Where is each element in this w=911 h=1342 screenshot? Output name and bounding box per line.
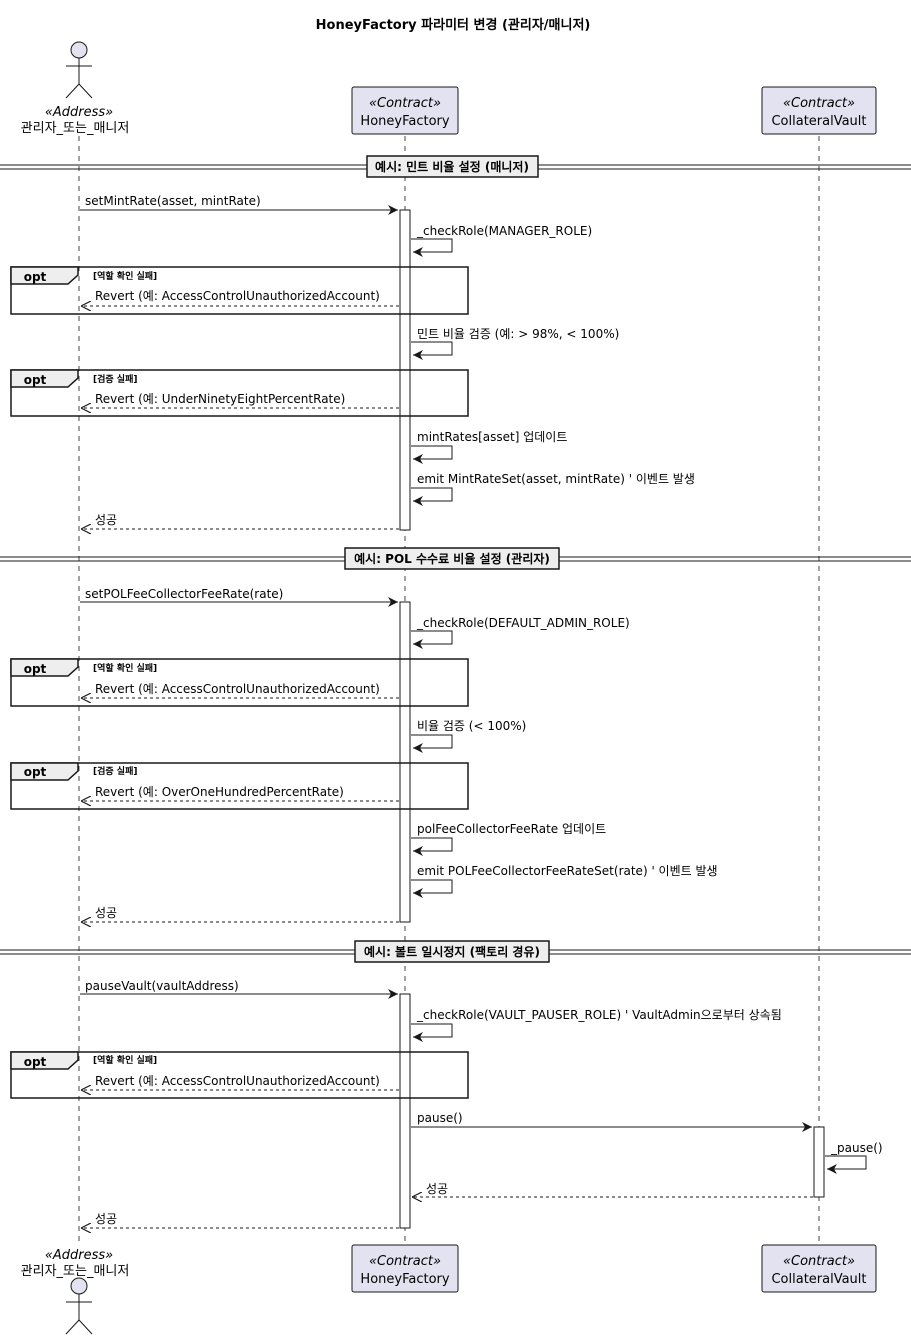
activation-factory-2 xyxy=(399,601,411,923)
message-label: pauseVault(vaultAddress) xyxy=(85,979,239,993)
participant-name: CollateralVault xyxy=(771,114,866,129)
participant-name: 관리자_또는_매니저 xyxy=(21,1264,130,1279)
participant-name: HoneyFactory xyxy=(360,1272,449,1287)
participant-stereotype: «Contract» xyxy=(369,1254,441,1269)
message-label: setMintRate(asset, mintRate) xyxy=(85,194,261,208)
self-message-arrow xyxy=(411,734,453,753)
section-pol-fee-rate: 예시: POL 수수료 비율 설정 (관리자) setPOLFeeCollect… xyxy=(0,547,911,922)
divider-label: 예시: POL 수수료 비율 설정 (관리자) xyxy=(354,551,550,566)
fragment-tag: opt xyxy=(24,662,47,676)
message-label: 비율 검증 (< 100%) xyxy=(417,719,526,733)
activation-factory-3 xyxy=(399,993,411,1229)
fragment-guard: [역할 확인 실패] xyxy=(93,662,157,674)
message-label: emit MintRateSet(asset, mintRate) ' 이벤트 … xyxy=(417,472,695,486)
message-label: 성공 xyxy=(426,1182,448,1196)
message-label: _checkRole(DEFAULT_ADMIN_ROLE) xyxy=(416,616,630,630)
message-label: polFeeCollectorFeeRate 업데이트 xyxy=(417,822,606,836)
message-label: pause() xyxy=(417,1111,463,1125)
divider xyxy=(354,940,550,963)
participant-stereotype: «Contract» xyxy=(369,96,441,111)
actor-admin-top: «Address» 관리자_또는_매니저 xyxy=(21,41,130,136)
message-label: Revert (예: AccessControlUnauthorizedAcco… xyxy=(95,289,380,303)
participant-stereotype: «Address» xyxy=(45,105,113,120)
diagram-title: HoneyFactory 파라미터 변경 (관리자/매니저) xyxy=(316,17,591,33)
participant-factory-top: «Contract» HoneyFactory xyxy=(351,86,459,135)
opt-fragment: opt [검증 실패] Revert (예: UnderNinetyEightP… xyxy=(10,369,469,417)
fragment-tag: opt xyxy=(24,1055,47,1069)
message-label: 성공 xyxy=(95,1212,117,1226)
participant-factory-bottom: «Contract» HoneyFactory xyxy=(351,1244,459,1293)
participant-stereotype: «Contract» xyxy=(783,96,855,111)
self-message-arrow xyxy=(411,630,453,649)
participants-top: «Address» 관리자_또는_매니저 «Contract» HoneyFac… xyxy=(21,41,877,136)
fragment-guard: [역할 확인 실패] xyxy=(93,1054,157,1066)
self-message-arrow xyxy=(411,879,453,898)
message-label: 민트 비율 검증 (예: > 98%, < 100%) xyxy=(417,327,619,341)
message-label: mintRates[asset] 업데이트 xyxy=(417,430,567,444)
self-message-arrow xyxy=(411,341,453,360)
self-message-arrow xyxy=(825,1155,867,1174)
self-message-arrow xyxy=(411,487,453,506)
opt-fragment: opt [역할 확인 실패] Revert (예: AccessControlU… xyxy=(10,266,469,315)
participant-name: 관리자_또는_매니저 xyxy=(21,121,130,136)
divider xyxy=(366,155,539,178)
self-message-arrow xyxy=(411,445,453,464)
actor-head-icon xyxy=(70,41,88,59)
participant-name: CollateralVault xyxy=(771,1272,866,1287)
fragment-guard: [검증 실패] xyxy=(93,765,137,777)
message-label: Revert (예: UnderNinetyEightPercentRate) xyxy=(95,392,345,406)
participant-vault-top: «Contract» CollateralVault xyxy=(761,86,877,135)
fragment-tag: opt xyxy=(24,765,47,779)
message-label: _pause() xyxy=(830,1141,883,1155)
divider xyxy=(344,547,560,570)
fragment-tag: opt xyxy=(24,270,47,284)
section-mint-rate: 예시: 민트 비율 설정 (매니저) setMintRate(asset, mi… xyxy=(0,155,911,529)
fragment-guard: [검증 실패] xyxy=(93,373,137,385)
section-pause-vault: 예시: 볼트 일시정지 (팩토리 경유) pauseVault(vaultAdd… xyxy=(0,940,911,1228)
opt-fragment: opt [역할 확인 실패] Revert (예: AccessControlU… xyxy=(10,1051,469,1099)
message-label: _checkRole(MANAGER_ROLE) xyxy=(416,224,592,238)
actor-head-icon xyxy=(70,1277,88,1295)
self-message-arrow xyxy=(411,837,453,856)
message-label: emit POLFeeCollectorFeeRateSet(rate) ' 이… xyxy=(417,864,718,878)
message-label: Revert (예: AccessControlUnauthorizedAcco… xyxy=(95,1074,380,1088)
activation-vault xyxy=(813,1126,825,1198)
divider-label: 예시: 민트 비율 설정 (매니저) xyxy=(375,159,529,174)
fragment-tag: opt xyxy=(24,373,47,387)
self-message-arrow xyxy=(411,1023,453,1042)
participant-stereotype: «Contract» xyxy=(783,1254,855,1269)
opt-fragment: opt [역할 확인 실패] Revert (예: AccessControlU… xyxy=(10,658,469,707)
participant-stereotype: «Address» xyxy=(45,1248,113,1263)
message-label: 성공 xyxy=(95,906,117,920)
opt-fragment: opt [검증 실패] Revert (예: OverOneHundredPer… xyxy=(10,762,469,810)
participant-vault-bottom: «Contract» CollateralVault xyxy=(761,1244,877,1293)
actor-admin-bottom: «Address» 관리자_또는_매니저 xyxy=(21,1248,130,1335)
participant-name: HoneyFactory xyxy=(360,114,449,129)
self-message-arrow xyxy=(411,238,453,257)
divider-label: 예시: 볼트 일시정지 (팩토리 경유) xyxy=(364,944,540,959)
message-label: 성공 xyxy=(95,513,117,527)
message-label: Revert (예: OverOneHundredPercentRate) xyxy=(95,785,344,799)
fragment-guard: [역할 확인 실패] xyxy=(93,270,157,282)
message-label: Revert (예: AccessControlUnauthorizedAcco… xyxy=(95,682,380,696)
participants-bottom: «Address» 관리자_또는_매니저 «Contract» HoneyFac… xyxy=(21,1244,877,1335)
message-label: _checkRole(VAULT_PAUSER_ROLE) ' VaultAdm… xyxy=(416,1008,782,1022)
message-label: setPOLFeeCollectorFeeRate(rate) xyxy=(85,587,283,601)
